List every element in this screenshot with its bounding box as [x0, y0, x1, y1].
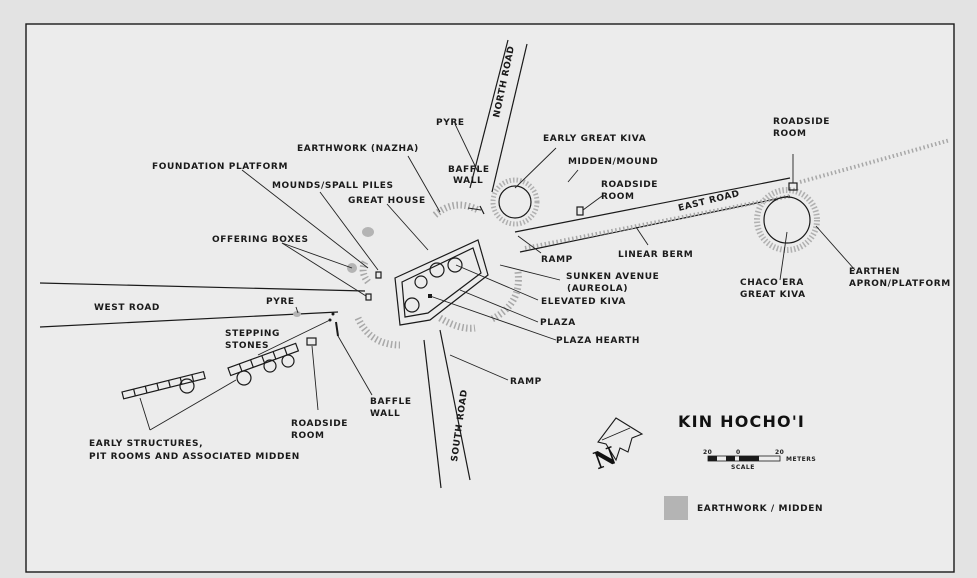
- scale-seg-1: [708, 456, 717, 461]
- scale-caption: SCALE: [731, 464, 755, 471]
- map-frame: [25, 23, 955, 573]
- pit-room-1: [179, 378, 195, 394]
- label-apron-platform: APRON/PLATFORM: [849, 279, 951, 289]
- west-road-edge-north: [39, 282, 366, 292]
- label-early-structures: EARLY STRUCTURES,: [89, 439, 203, 449]
- scale-right-value: 20: [775, 449, 784, 456]
- stepping-stone-1: [331, 312, 335, 316]
- label-elevated-kiva: ELEVATED KIVA: [541, 297, 626, 307]
- label-pit-rooms-midden: PIT ROOMS AND ASSOCIATED MIDDEN: [89, 452, 300, 462]
- chaco-kiva-halo: [754, 187, 820, 253]
- great-house-kiva-2: [447, 257, 463, 273]
- label-offering-boxes: OFFERING BOXES: [212, 235, 309, 245]
- label-mounds-spall-piles: MOUNDS/SPALL PILES: [272, 181, 394, 191]
- linear-berm: [524, 194, 791, 250]
- offering-box-2: [365, 293, 372, 301]
- early-structures-left: [121, 370, 206, 400]
- great-house-outline: [394, 239, 489, 326]
- label-aureola: (AUREOLA): [567, 284, 628, 294]
- label-foundation-platform: FOUNDATION PLATFORM: [152, 162, 288, 172]
- north-road-edge-west: [469, 39, 509, 189]
- spall-pile-1: [362, 227, 374, 237]
- label-earthwork-nazha: EARTHWORK (NAZHA): [297, 144, 419, 154]
- great-house-kiva-1: [429, 262, 445, 278]
- roadside-room-left: [306, 337, 317, 346]
- early-great-kiva: [498, 185, 532, 219]
- earthwork-features: [293, 138, 951, 349]
- west-road-edge-south: [39, 311, 339, 328]
- label-great-kiva: GREAT KIVA: [740, 290, 806, 300]
- elevated-kiva: [404, 297, 420, 313]
- label-linear-berm: LINEAR BERM: [618, 250, 693, 260]
- roads: [39, 39, 791, 489]
- earthwork-plaza-arc: [438, 314, 476, 332]
- scale-left-value: 20: [703, 449, 712, 456]
- label-ramp-bottom: RAMP: [510, 377, 542, 387]
- label-early-great-kiva: EARLY GREAT KIVA: [543, 134, 646, 144]
- early-kiva-halo: [490, 177, 540, 227]
- label-stepping: STEPPING: [225, 329, 280, 339]
- scale-seg-3: [739, 456, 759, 461]
- earthwork-nazha-arc: [432, 201, 480, 218]
- pyre-left-midden: [293, 311, 301, 317]
- offering-box-1: [375, 271, 382, 279]
- south-road-edge-east: [439, 329, 471, 481]
- great-house-inner: [401, 247, 482, 318]
- label-pyre-top: PYRE: [436, 118, 465, 128]
- chaco-era-great-kiva: [763, 196, 811, 244]
- baffle-wall-south: [335, 321, 339, 337]
- scale-bar: 20 0 20 METERS SCALE: [703, 449, 816, 471]
- label-baffle-wall-top-2: WALL: [453, 176, 483, 186]
- label-roadside-room-left-2: ROOM: [291, 431, 325, 441]
- label-baffle-wall-bottom-2: WALL: [370, 409, 400, 419]
- label-plaza-hearth: PLAZA HEARTH: [556, 336, 640, 346]
- label-great-house: GREAT HOUSE: [348, 196, 426, 206]
- north-arrow-shaft: [601, 427, 631, 441]
- east-road-berm-extension: [799, 138, 951, 184]
- legend: EARTHWORK / MIDDEN: [664, 496, 823, 520]
- label-plaza: PLAZA: [540, 318, 576, 328]
- label-sunken-avenue: SUNKEN AVENUE: [566, 272, 659, 282]
- pit-room-2: [236, 370, 252, 386]
- label-roadside-room-right-1: ROADSIDE: [773, 117, 830, 127]
- north-road-edge-east: [491, 43, 528, 193]
- label-baffle-wall-top-1: BAFFLE: [448, 165, 490, 175]
- leader-lines: [139, 123, 856, 431]
- north-arrow-icon: [597, 417, 644, 462]
- east-road-edge-north: [514, 177, 791, 233]
- label-roadside-room-mid-1: ROADSIDE: [601, 180, 658, 190]
- south-road-edge-west: [423, 339, 442, 489]
- roadside-room-middle: [576, 206, 584, 216]
- scale-unit: METERS: [786, 456, 816, 463]
- earthwork-south-arc: [354, 316, 401, 349]
- legend-swatch: [664, 496, 688, 520]
- label-roadside-room-mid-2: ROOM: [601, 192, 635, 202]
- label-chaco-era: CHACO ERA: [740, 278, 804, 288]
- scale-seg-2: [726, 456, 735, 461]
- label-roadside-room-right-2: ROOM: [773, 129, 807, 139]
- label-pyre-left: PYRE: [266, 297, 295, 307]
- map-title: KIN HOCHO'I: [678, 412, 805, 431]
- great-house-kiva-3: [414, 275, 428, 289]
- label-earthen: EARTHEN: [849, 267, 900, 277]
- label-roadside-room-left-1: ROADSIDE: [291, 419, 348, 429]
- pit-room-3: [263, 359, 277, 373]
- scale-mid-value: 0: [736, 449, 741, 456]
- label-west-road: WEST ROAD: [94, 303, 160, 313]
- pit-room-4: [281, 354, 295, 368]
- label-stones: STONES: [225, 341, 269, 351]
- baffle-wall-north: [479, 205, 485, 215]
- earthwork-east-arc: [488, 271, 522, 324]
- label-ramp-top: RAMP: [541, 255, 573, 265]
- label-baffle-wall-bottom-1: BAFFLE: [370, 397, 412, 407]
- legend-label: EARTHWORK / MIDDEN: [697, 504, 823, 514]
- structures: [121, 182, 811, 400]
- label-midden-mound: MIDDEN/MOUND: [568, 157, 658, 167]
